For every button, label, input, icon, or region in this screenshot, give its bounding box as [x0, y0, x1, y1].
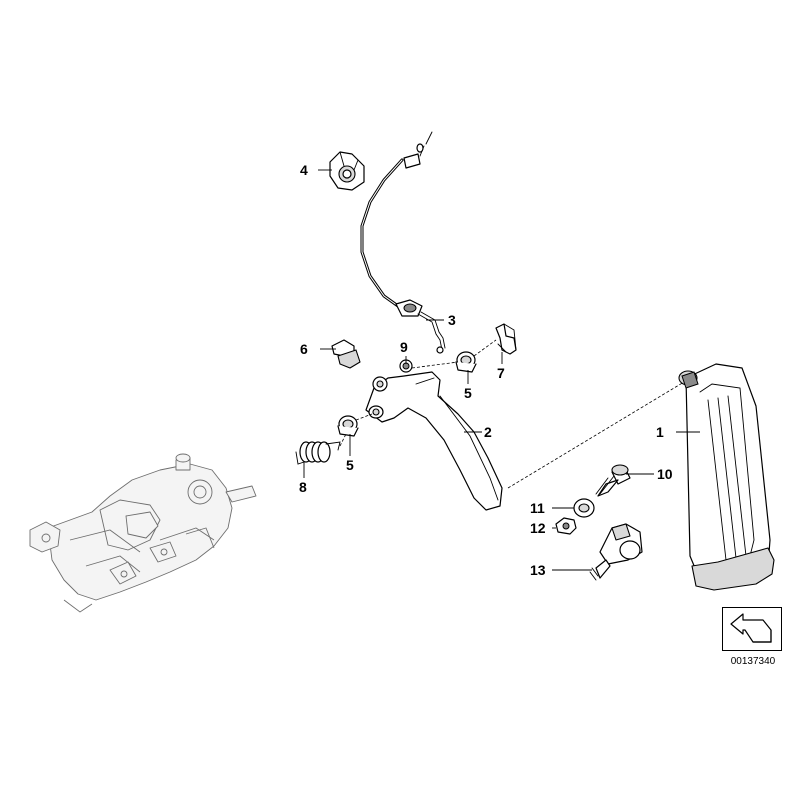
hex-bolt: [595, 464, 631, 497]
callout-3: 3: [448, 312, 456, 328]
bushing-upper: [455, 351, 477, 373]
callout-10: 10: [657, 466, 673, 482]
pedal-axis-line: [507, 381, 685, 489]
holder-bracket: [495, 323, 517, 355]
reference-code: 00137340: [730, 656, 776, 667]
spring-axis-line: [339, 433, 347, 447]
pedal-lever: [365, 371, 503, 511]
washer: [573, 498, 595, 518]
leader-lines: [303, 169, 700, 571]
callout-6: 6: [300, 341, 308, 357]
arrow-plate-icon: [730, 613, 772, 643]
axis-line-sleeve: [411, 361, 459, 369]
rubber-stop: [331, 339, 361, 369]
hex-nut: [555, 517, 577, 535]
reference-symbol-box: [722, 607, 782, 651]
callout-8: 8: [299, 479, 307, 495]
axis-line-bracket: [473, 339, 497, 357]
callout-1: 1: [656, 424, 664, 440]
callout-2: 2: [484, 424, 492, 440]
axis-line-bushing: [355, 413, 373, 421]
accelerator-pedal: [678, 363, 775, 591]
pedal-bracket-assembly: [29, 453, 257, 613]
callout-5-lower: 5: [346, 457, 354, 473]
cable-clip: [329, 151, 365, 191]
callout-11: 11: [530, 500, 545, 516]
callout-4: 4: [300, 162, 308, 178]
callout-12: 12: [530, 520, 546, 536]
accelerator-cable: [360, 131, 446, 354]
callout-7: 7: [497, 365, 505, 381]
callout-9: 9: [400, 339, 408, 355]
bushing-lower: [337, 415, 359, 437]
pedal-sensor: [589, 523, 643, 581]
return-spring: [295, 441, 341, 465]
callout-13: 13: [530, 562, 546, 578]
callout-5-upper: 5: [464, 385, 472, 401]
